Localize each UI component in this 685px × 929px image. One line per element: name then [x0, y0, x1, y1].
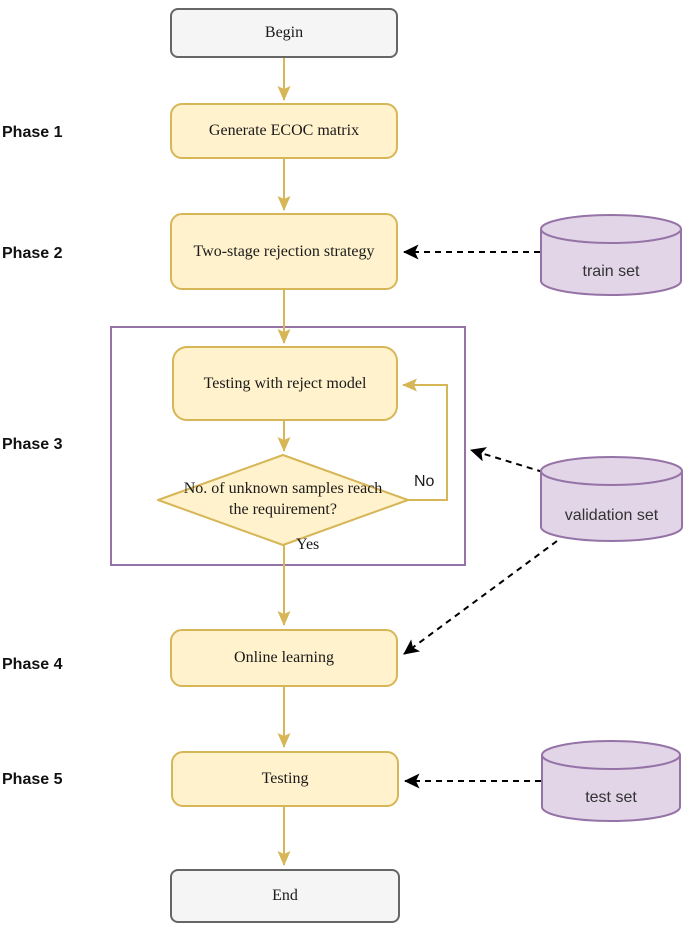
begin-node: Begin [170, 8, 398, 58]
train-set-datastore: train set [540, 214, 682, 296]
cylinder-shape [540, 214, 682, 296]
phase-2-label: Phase 2 [2, 245, 63, 262]
phase-1-label: Phase 1 [2, 124, 63, 141]
phase-3-label: Phase 3 [2, 436, 63, 453]
two-stage-rejection-node: Two-stage rejection strategy [170, 213, 398, 290]
train-set-label: train set [582, 263, 640, 280]
online-learning-node: Online learning [170, 629, 398, 687]
data-arrow-validationset-to-phase3 [470, 447, 544, 473]
cylinder-shape [541, 740, 681, 822]
testing-node: Testing [171, 751, 399, 807]
validation-set-label: validation set [564, 507, 659, 524]
no-edge-label: No [414, 473, 435, 490]
phase-5-label: Phase 5 [2, 771, 63, 788]
decision-node-text: No. of unknown samples reach the require… [183, 480, 383, 518]
test-set-datastore: test set [541, 740, 681, 822]
validation-set-datastore: validation set [540, 456, 683, 542]
testing-with-reject-model-node: Testing with reject model [172, 346, 398, 421]
test-set-label: test set [585, 789, 637, 806]
phase3-group-container [110, 326, 466, 566]
generate-ecoc-matrix-node: Generate ECOC matrix [170, 103, 398, 159]
end-node: End [170, 869, 400, 923]
cylinder-shape [540, 456, 683, 542]
yes-edge-label: Yes [296, 536, 320, 553]
phase-4-label: Phase 4 [2, 656, 63, 673]
